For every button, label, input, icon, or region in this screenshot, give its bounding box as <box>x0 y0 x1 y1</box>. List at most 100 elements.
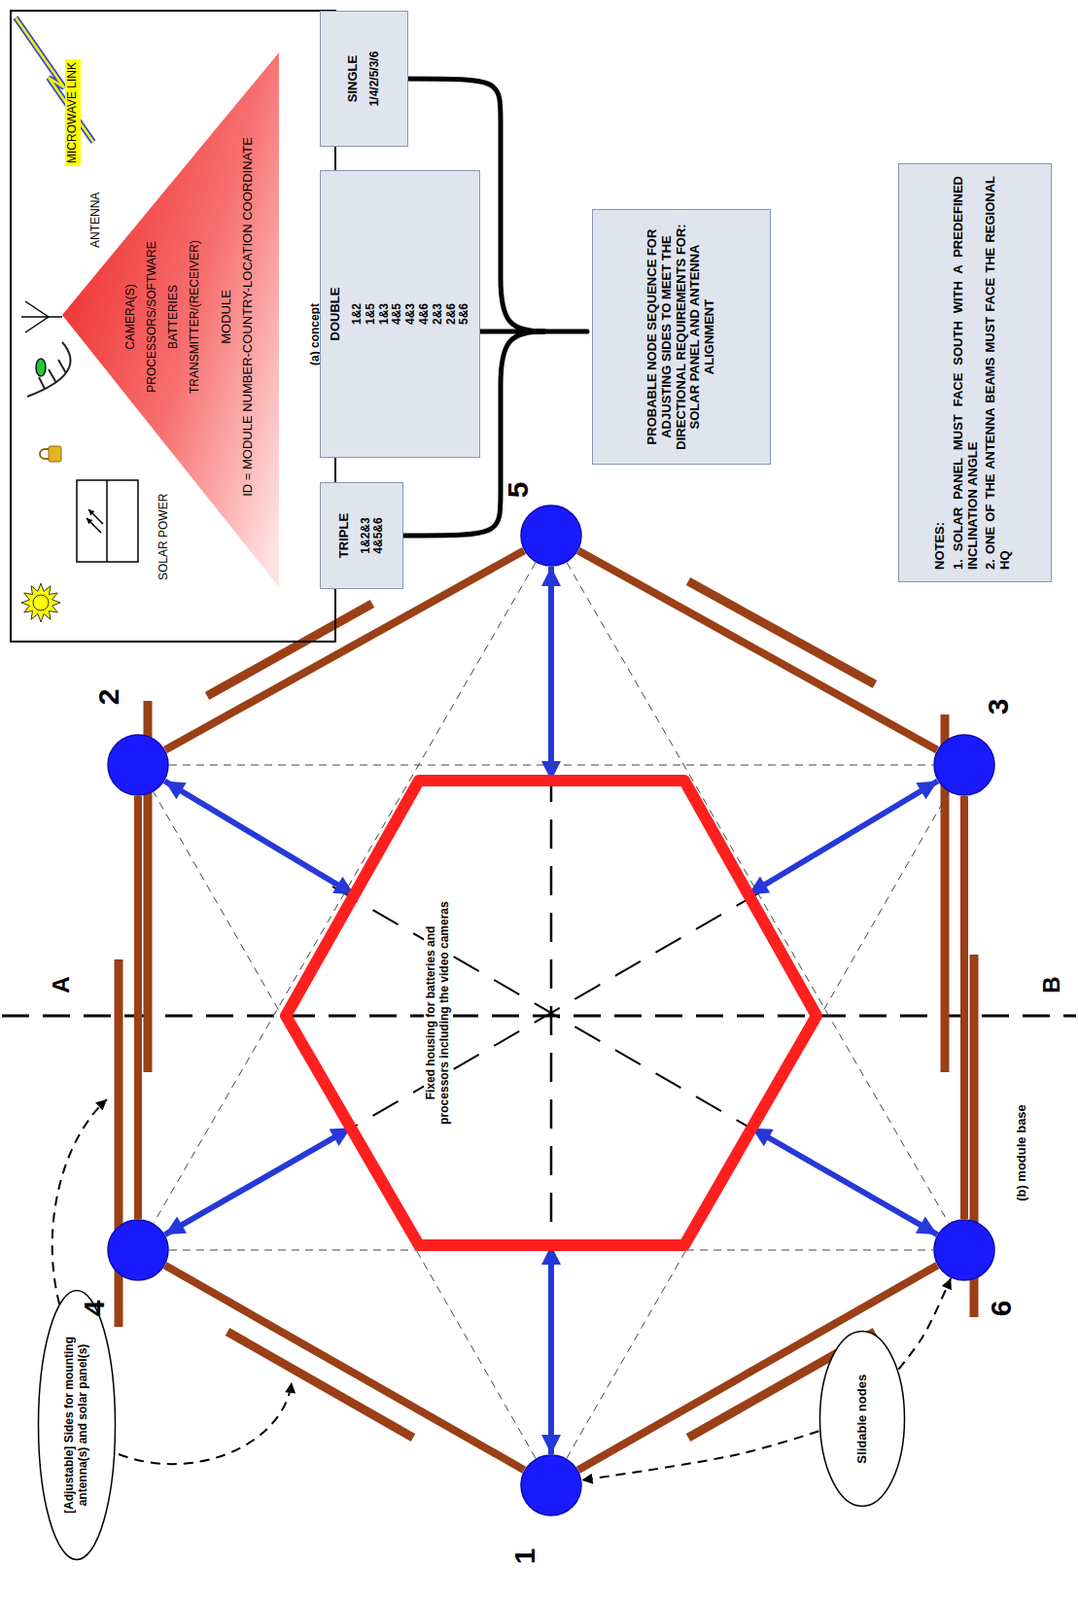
node-circle <box>107 1219 169 1281</box>
callout-number: 5 <box>503 482 533 499</box>
node-text: 1&5 <box>364 303 379 325</box>
node-outline <box>106 1218 170 1282</box>
dish-antenna <box>27 342 71 397</box>
node-text: 4&3 <box>404 303 418 325</box>
node-text: 4&5&6 <box>372 517 386 554</box>
centre-line <box>332 886 770 1140</box>
node-text: 1&2&3 <box>359 517 374 554</box>
sun-icon <box>21 583 61 623</box>
node-outline <box>933 733 996 797</box>
sequence-heading-box: PROBABLE NODE SEQUENCE FOR ADJUSTING SID… <box>591 208 771 465</box>
node-text: PROCESSORS/SOFTWARE <box>145 241 160 393</box>
sequence-box: TRIPLE 1&2&34&5&6 <box>319 482 404 590</box>
slidable-node: 6 <box>933 1218 996 1282</box>
node-text: 2. ONE OF THE ANTENNA BEAMS MUST FACE TH… <box>983 175 1013 570</box>
node-text: 2&6 <box>445 303 459 325</box>
callout-ellipse: Slidable nodes <box>818 1330 906 1509</box>
connector <box>748 780 939 895</box>
node-outline <box>285 780 817 1246</box>
callout-number: 1 <box>510 1548 540 1565</box>
node-text: TRANSMITTER/(RECEIVER) <box>188 240 203 394</box>
node-text: 1. SOLAR PANEL MUST FACE SOUTH WITH A PR… <box>951 175 981 570</box>
connector <box>548 1245 555 1455</box>
node-text: DOUBLE <box>328 287 344 342</box>
node-text: [Adjustable] Sides for mounting antenna(… <box>63 1327 91 1523</box>
lock-icon <box>39 446 62 462</box>
node-circle <box>521 505 582 566</box>
connector <box>751 1128 938 1236</box>
slidable-node: 1 <box>520 1454 583 1517</box>
node-text: 1/4/2/5/3/6 <box>368 51 383 107</box>
section-label: B <box>1038 975 1066 993</box>
connector <box>582 1430 820 1480</box>
callout-number: 6 <box>986 1300 1016 1318</box>
callout-outline <box>820 1331 905 1507</box>
fixed-housing: Fixed housing for batteries and processo… <box>279 774 823 1252</box>
node-text: ID = MODULE NUMBER-COUNTRY-LOCATION COOR… <box>241 137 256 497</box>
connector <box>898 1278 951 1370</box>
callout-outline <box>38 1290 116 1561</box>
node-text: CAMERA(S) <box>124 283 139 349</box>
node-circle <box>934 734 995 796</box>
node-text: MICROWAVE LINK <box>65 59 81 167</box>
node-text: 2&3 <box>431 303 446 325</box>
node-text: 1&3 <box>378 303 392 325</box>
connector <box>578 551 938 751</box>
connector <box>169 765 934 766</box>
connector <box>165 1127 351 1235</box>
node-outline <box>520 1454 583 1517</box>
solar-panel <box>76 480 139 562</box>
node-outline <box>62 52 279 588</box>
connector <box>134 796 142 1219</box>
slidable-node: 3 <box>933 733 996 797</box>
callout-number: 4 <box>79 1300 109 1318</box>
node-circle <box>107 734 169 796</box>
node-circle <box>521 1455 582 1516</box>
node-text: 5&6 <box>457 303 472 325</box>
node-text: SINGLE <box>346 55 361 103</box>
connector <box>165 1265 524 1470</box>
sequence-box: SINGLE 1/4/2/5/3/6 <box>319 10 409 147</box>
microwave-bolt <box>15 17 94 142</box>
node-outline <box>106 733 170 797</box>
node-text: 4&6 <box>417 303 432 325</box>
node-text: NOTES: <box>933 175 948 570</box>
node-text: TRIPLE <box>337 513 352 558</box>
connector <box>960 796 969 1219</box>
callout-ellipse: [Adjustable] Sides for mounting antenna(… <box>36 1288 117 1562</box>
node-outline <box>279 774 823 1252</box>
node-circle <box>934 1219 995 1281</box>
slidable-node: 4 <box>106 1218 170 1282</box>
node-text: ANTENNA <box>89 192 104 248</box>
figure-caption: (b) module base <box>1013 1104 1029 1202</box>
node-text: MODULE <box>219 289 235 345</box>
leader-line <box>52 1099 107 1321</box>
module-pyramid: CAMERA(S) PROCESSORS/SOFTWARE BATTERIES TRA… <box>62 52 279 588</box>
connector <box>548 566 555 781</box>
section-axes <box>1 571 1077 1409</box>
slidable-node: 5 <box>520 504 583 567</box>
section-line <box>1 1014 1077 1018</box>
node-outline <box>933 1218 996 1282</box>
sequence-box: DOUBLE 1&21&51&34&54&34&62&32&65&6 <box>319 170 481 458</box>
section-label: A <box>47 975 75 993</box>
node-text: BATTERIES <box>167 284 181 349</box>
slidable-node: 2 <box>106 733 170 797</box>
connector <box>164 780 354 895</box>
callout-number: 2 <box>94 689 124 706</box>
node-text: Slidable nodes <box>855 1357 870 1480</box>
callout-number: 3 <box>983 698 1013 716</box>
leader-line <box>118 1382 292 1464</box>
node-text: Fixed housing for batteries and processo… <box>423 895 453 1131</box>
node-text: SOLAR POWER <box>157 493 172 581</box>
node-text: 1&2 <box>350 303 365 325</box>
node-outline <box>520 504 583 567</box>
centre-line <box>332 886 770 1140</box>
side-bar <box>227 1331 414 1438</box>
notes-box: NOTES:1. SOLAR PANEL MUST FACE SOUTH WIT… <box>898 163 1052 583</box>
node-text: PROBABLE NODE SEQUENCE FOR ADJUSTING SID… <box>645 219 719 454</box>
antenna-mast <box>21 301 63 333</box>
side-bar <box>688 581 875 685</box>
node-text: 4&5 <box>390 303 405 325</box>
brace <box>403 78 588 536</box>
